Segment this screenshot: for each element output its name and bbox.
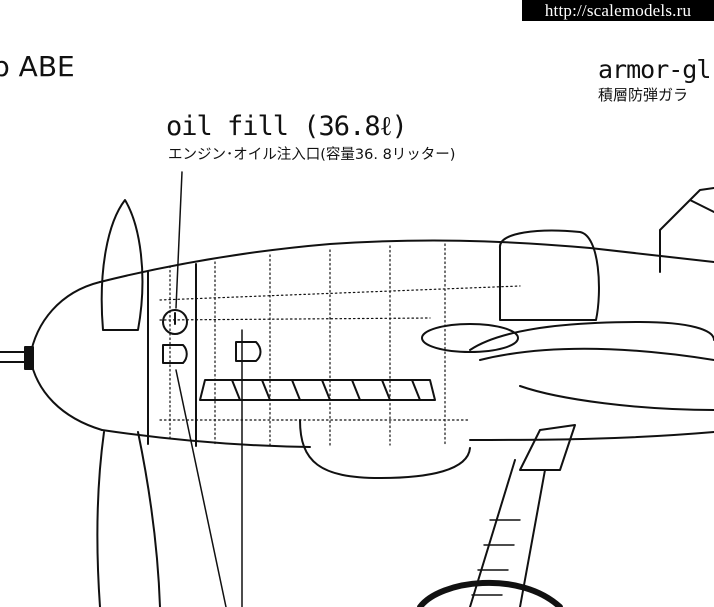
top-left-label: b ABE (0, 50, 75, 83)
panel-rivet-lines (159, 243, 521, 446)
propeller-blade-lower (96, 431, 161, 607)
oil-fill-label: oil fill (36.8ℓ) (166, 111, 408, 142)
cowling-top-line (99, 239, 714, 283)
gun-bulge (499, 229, 600, 321)
spinner-tip (24, 346, 34, 370)
exhaust-stubs (199, 379, 436, 401)
spinner (29, 281, 103, 431)
watermark: http://scalemodels.ru (522, 0, 714, 21)
armor-glass-label-jp: 積層防弾ガラ (598, 86, 689, 104)
oil-fill-leader (175, 171, 183, 309)
oil-cooler (299, 419, 471, 479)
hatch-center (235, 341, 262, 362)
main-wheel (417, 579, 563, 607)
oil-fill-cap (162, 309, 188, 335)
oil-fill-label-jp: エンジン･オイル注入口(容量36. 8リッター) (168, 147, 456, 163)
propeller-blade-upper (100, 199, 144, 331)
wing-leading-edge (469, 321, 714, 351)
landing-gear-leg (469, 424, 576, 607)
canopy-frame (659, 187, 714, 273)
armor-glass-label: armor-gl (598, 55, 711, 84)
cowling-bottom-line (101, 429, 311, 448)
hatch-left (162, 344, 188, 364)
cannon-fairing (421, 323, 519, 353)
